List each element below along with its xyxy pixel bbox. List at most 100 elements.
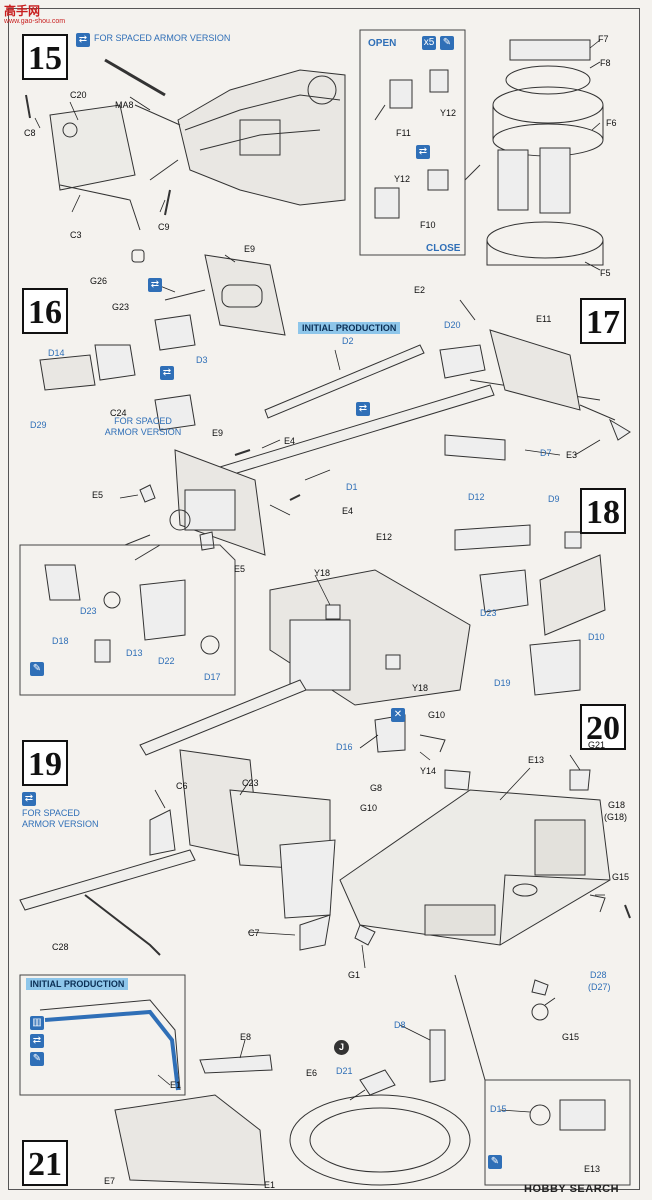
part-label-D1: D1 (346, 482, 358, 492)
multiply-5-icon: x5 (422, 36, 436, 50)
part-label-E8: E8 (240, 1032, 252, 1042)
part-label-E1-main: E1 (264, 1180, 276, 1190)
part-label-Y18-top: Y18 (314, 568, 331, 578)
part-label-G23: G23 (112, 302, 130, 312)
part-label-G1: G1 (348, 970, 361, 980)
part-label-D17: D17 (204, 672, 221, 682)
part-label-F7: F7 (598, 34, 609, 44)
part-label-F10: F10 (420, 220, 436, 230)
turret-ring-art (464, 39, 604, 266)
step-number-19: 19 (22, 740, 68, 786)
swap-icon: ⇄ (148, 278, 162, 292)
step19-art (19, 749, 336, 956)
part-label-D22: D22 (158, 656, 175, 666)
part-label-F8: F8 (600, 58, 611, 68)
part-label-C6: C6 (176, 781, 188, 791)
step15-art (25, 58, 346, 231)
spaced-armor-note-19: FOR SPACED ARMOR VERSION (22, 808, 99, 829)
part-label-E6: E6 (306, 1068, 318, 1078)
part-label-E7: E7 (104, 1176, 116, 1186)
part-label-D23-inset: D23 (80, 606, 97, 616)
hobby-search-logo: HOBBY SEARCH (524, 1183, 620, 1195)
part-label-D23-main: D23 (480, 608, 497, 618)
step-number-16: 16 (22, 288, 68, 334)
part-label-G10-top: G10 (428, 710, 446, 720)
grid-icon: ▥ (30, 1016, 44, 1030)
inset-art (19, 544, 236, 696)
part-label-D8: D8 (394, 1020, 406, 1030)
part-label-E13-inset: E13 (584, 1164, 601, 1174)
part-label-F6: F6 (606, 118, 617, 128)
leader-lines (34, 39, 605, 1113)
part-label-E12: E12 (376, 532, 393, 542)
swap-icon: ⇄ (22, 792, 36, 806)
step17-art (439, 299, 631, 461)
part-label-C24: C24 (110, 408, 127, 418)
part-label-E4-top: E4 (284, 436, 296, 446)
step-number-21: 21 (22, 1140, 68, 1186)
step-number-17: 17 (580, 298, 626, 344)
part-label-G26: G26 (90, 276, 108, 286)
glue-icon: ✎ (30, 662, 44, 676)
part-label-G8: G8 (370, 783, 383, 793)
part-label-D27-alt: (D27) (588, 982, 611, 992)
step-number-18: 18 (580, 488, 626, 534)
open-close-art (374, 69, 449, 219)
part-label-Y12-top: Y12 (440, 108, 457, 118)
part-label-D21: D21 (336, 1066, 353, 1076)
part-label-E5-left: E5 (92, 490, 104, 500)
part-label-E2: E2 (414, 285, 426, 295)
part-label-D2: D2 (342, 336, 354, 346)
callout-j-icon: J (334, 1040, 349, 1055)
part-label-C28: C28 (52, 942, 69, 952)
part-label-D16: D16 (336, 742, 353, 752)
part-label-C3: C3 (70, 230, 82, 240)
part-label-F11: F11 (396, 128, 411, 138)
part-label-G15-bottom: G15 (562, 1032, 580, 1042)
cement-icon: ✕ (391, 708, 405, 722)
part-label-D28: D28 (590, 970, 607, 980)
part-label-E9-top: E9 (244, 244, 256, 254)
spaced-armor-note-15: FOR SPACED ARMOR VERSION (94, 33, 231, 43)
part-label-F5: F5 (600, 268, 611, 278)
swap-icon: ⇄ (76, 33, 90, 47)
swap-icon: ⇄ (30, 1034, 44, 1048)
part-label-E1-inset: E1 (170, 1080, 182, 1090)
step-number-20: 20 (580, 704, 626, 750)
swap-icon: ⇄ (356, 402, 370, 416)
open-label: OPEN (368, 38, 397, 49)
part-label-D20: D20 (444, 320, 461, 330)
initial-production-banner-16: INITIAL PRODUCTION (298, 322, 401, 334)
step16-lower-art (124, 449, 301, 561)
part-label-E4-bottom: E4 (342, 506, 354, 516)
part-label-D19: D19 (494, 678, 511, 688)
part-label-E11: E11 (536, 314, 552, 324)
part-label-C20: C20 (70, 90, 87, 100)
part-label-C7: C7 (248, 928, 260, 938)
part-label-C23: C23 (242, 778, 259, 788)
part-label-D15: D15 (490, 1104, 507, 1114)
part-label-D7: D7 (540, 448, 552, 458)
swap-icon: ⇄ (416, 145, 430, 159)
part-label-Y18-bottom: Y18 (412, 683, 429, 693)
glue-icon: ✎ (488, 1155, 502, 1169)
part-label-G10-bottom: G10 (360, 803, 378, 813)
part-label-C9: C9 (158, 222, 170, 232)
part-label-D10: D10 (588, 632, 605, 642)
glue-icon: ✎ (30, 1052, 44, 1066)
spaced-armor-note-16: FOR SPACED ARMOR VERSION (104, 416, 182, 437)
part-label-G18: G18 (608, 800, 626, 810)
part-label-D14: D14 (48, 348, 65, 358)
part-label-E9-bottom: E9 (212, 428, 224, 438)
part-label-G15-right: G15 (612, 872, 630, 882)
part-label-G21: G21 (588, 740, 606, 750)
step-number-15: 15 (22, 34, 68, 80)
part-label-D3: D3 (196, 355, 208, 365)
part-label-G18-alt: (G18) (604, 812, 628, 822)
step18-art (139, 524, 606, 756)
part-label-D29: D29 (30, 420, 47, 430)
part-label-E13-top: E13 (528, 755, 545, 765)
part-label-Y14: Y14 (420, 766, 437, 776)
close-label: CLOSE (426, 243, 461, 254)
